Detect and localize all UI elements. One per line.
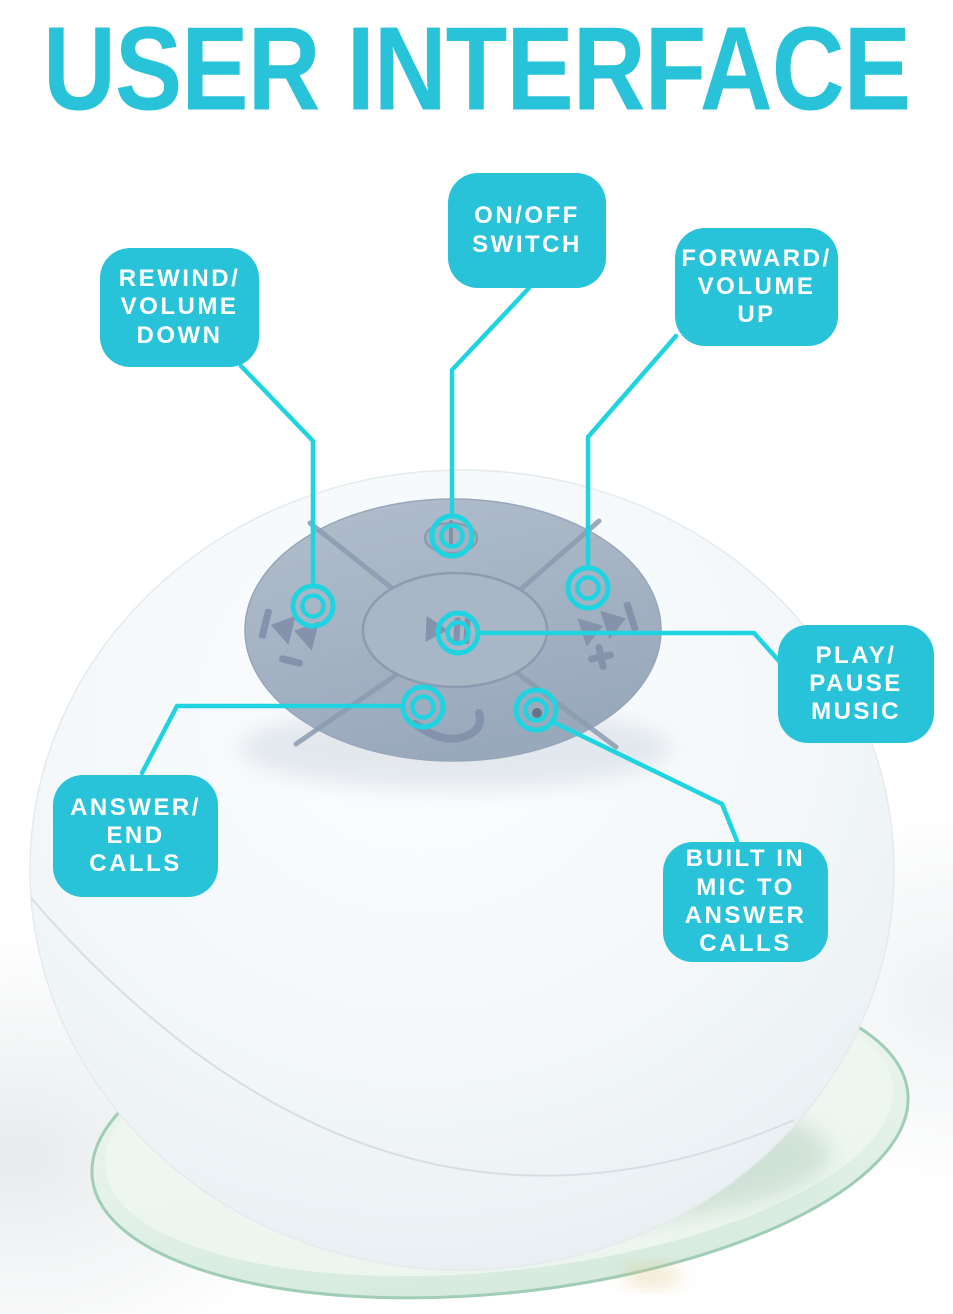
target-ring-play bbox=[435, 610, 481, 656]
suction-cup-glare bbox=[622, 1268, 682, 1284]
target-ring-power bbox=[429, 513, 475, 559]
callout-onoff-switch: ON/OFF SWITCH bbox=[448, 173, 606, 288]
speaker-body bbox=[29, 469, 895, 1271]
mic-hole bbox=[532, 708, 542, 718]
phone-icon bbox=[411, 709, 485, 743]
target-rings bbox=[290, 513, 611, 733]
plus-icon bbox=[588, 644, 614, 670]
callout-line-forward bbox=[585, 333, 679, 569]
callout-line-play bbox=[477, 630, 782, 664]
target-ring-answer bbox=[400, 684, 446, 730]
callout-label: REWIND/ VOLUME DOWN bbox=[118, 265, 241, 349]
callout-lines bbox=[139, 285, 782, 844]
minus-icon bbox=[279, 655, 303, 667]
target-ring-forward bbox=[565, 565, 611, 611]
target-ring-rewind bbox=[290, 583, 336, 629]
page-title: USER INTERFACE bbox=[42, 3, 911, 136]
callout-label: ON/OFF SWITCH bbox=[472, 202, 582, 258]
callout-label: ANSWER/ END CALLS bbox=[70, 793, 201, 878]
target-ring-mic bbox=[513, 687, 559, 733]
callout-line-rewind bbox=[238, 363, 316, 587]
callout-play-pause-music: PLAY/ PAUSE MUSIC bbox=[778, 625, 934, 743]
callout-label: BUILT IN MIC TO ANSWER CALLS bbox=[684, 845, 807, 958]
callout-answer-end-calls: ANSWER/ END CALLS bbox=[53, 775, 218, 897]
callout-rewind-volume-down: REWIND/ VOLUME DOWN bbox=[100, 248, 259, 367]
callout-label: PLAY/ PAUSE MUSIC bbox=[809, 641, 903, 726]
callout-line-answer bbox=[139, 703, 404, 776]
callout-label: FORWARD/ VOLUME UP bbox=[681, 244, 832, 329]
body-seam-line bbox=[30, 897, 795, 1177]
rewind-icon bbox=[258, 608, 320, 651]
callout-forward-volume-up: FORWARD/ VOLUME UP bbox=[675, 228, 838, 346]
callout-line-mic bbox=[548, 718, 740, 844]
callout-line-onoff bbox=[449, 285, 532, 517]
callout-built-in-mic: BUILT IN MIC TO ANSWER CALLS bbox=[663, 842, 828, 962]
